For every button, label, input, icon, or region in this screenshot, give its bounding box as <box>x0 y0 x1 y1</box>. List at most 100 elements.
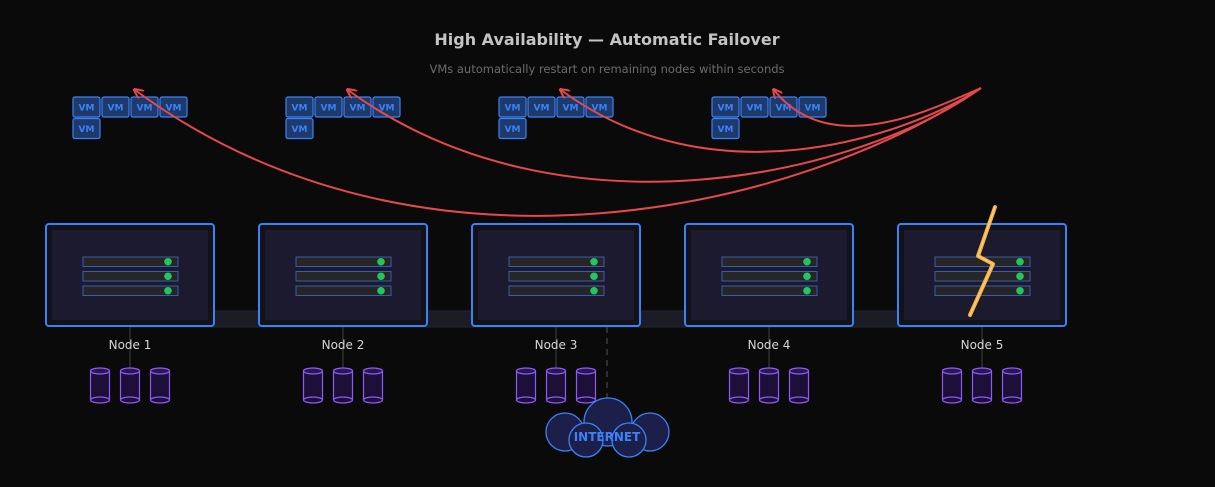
vm-label: VM <box>534 104 550 114</box>
cloud-puff <box>568 422 604 458</box>
failover-arrows <box>135 87 982 217</box>
failover-arrow-node4 <box>774 88 982 127</box>
lightning-bolt-highlight <box>969 206 996 316</box>
status-ok-icon <box>803 257 811 266</box>
vm-label: VM <box>505 125 521 135</box>
server-slot <box>82 285 179 296</box>
node-label: Node 1 <box>109 338 152 352</box>
vm-chip[interactable]: VM <box>285 96 314 118</box>
vm-label: VM <box>79 125 95 135</box>
server-slot <box>508 271 605 282</box>
vm-label: VM <box>292 125 308 135</box>
status-ok-icon <box>1016 272 1024 281</box>
node-label: Node 2 <box>322 338 365 352</box>
disks-layer <box>89 367 1023 404</box>
failover-arrow-node2 <box>348 87 982 183</box>
server-slot <box>508 285 605 296</box>
vm-chip[interactable]: VM <box>798 96 827 118</box>
vm-chip[interactable]: VM <box>527 96 556 118</box>
vm-chip[interactable]: VM <box>343 96 372 118</box>
status-ok-icon <box>803 272 811 281</box>
vm-chip[interactable]: VM <box>740 96 769 118</box>
vm-label: VM <box>747 104 763 114</box>
server-slot <box>82 256 179 267</box>
server-slot <box>934 271 1031 282</box>
vm-chip[interactable]: VM <box>314 96 343 118</box>
vm-label: VM <box>350 104 366 114</box>
storage-disk-icon <box>788 367 810 404</box>
status-ok-icon <box>377 257 385 266</box>
storage-disk-icon <box>1001 367 1023 404</box>
vm-label: VM <box>137 104 153 114</box>
status-ok-icon <box>590 257 598 266</box>
node-1[interactable]: Node 1 <box>45 223 215 370</box>
status-ok-icon <box>164 257 172 266</box>
storage-disk-icon <box>362 367 384 404</box>
vm-label: VM <box>505 104 521 114</box>
vm-label: VM <box>321 104 337 114</box>
storage-disk-icon <box>545 367 567 404</box>
status-ok-icon <box>803 286 811 295</box>
vm-chip[interactable]: VM <box>130 96 159 118</box>
server-slot <box>721 256 818 267</box>
server-slot <box>295 285 392 296</box>
node-5[interactable]: Node 5 <box>897 223 1067 370</box>
vm-chip[interactable]: VM <box>159 96 188 118</box>
storage-disk-icon <box>302 367 324 404</box>
status-ok-icon <box>1016 257 1024 266</box>
storage-disk-icon <box>149 367 171 404</box>
server-slot <box>721 285 818 296</box>
node-4[interactable]: Node 4 <box>684 223 854 370</box>
server-slot <box>508 256 605 267</box>
diagram-subtitle: VMs automatically restart on remaining n… <box>429 62 784 76</box>
vm-chip[interactable]: VM <box>285 117 314 140</box>
storage-disk-icon <box>89 367 111 404</box>
vm-chip[interactable]: VM <box>711 117 740 140</box>
vm-chip[interactable]: VM <box>72 96 101 118</box>
storage-disk-icon <box>332 367 354 404</box>
failover-arrow-node3 <box>561 87 982 153</box>
vm-label: VM <box>166 104 182 114</box>
storage-disk-icon <box>758 367 780 404</box>
vm-chip[interactable]: VM <box>72 117 101 140</box>
diagram-title: High Availability — Automatic Failover <box>434 30 779 49</box>
vm-chip[interactable]: VM <box>498 117 527 140</box>
vm-chip[interactable]: VM <box>498 96 527 118</box>
storage-disk-icon <box>515 367 537 404</box>
server-slot <box>295 271 392 282</box>
node-label: Node 4 <box>748 338 791 352</box>
node-2[interactable]: Node 2 <box>258 223 428 370</box>
status-ok-icon <box>590 286 598 295</box>
vm-chip[interactable]: VM <box>769 96 798 118</box>
vm-chip[interactable]: VM <box>101 96 130 118</box>
status-ok-icon <box>377 272 385 281</box>
server-slot <box>82 271 179 282</box>
storage-disk-icon <box>971 367 993 404</box>
node-label: Node 5 <box>961 338 1004 352</box>
internet-cloud: INTERNET <box>545 397 670 458</box>
vm-label: VM <box>805 104 821 114</box>
status-ok-icon <box>1016 286 1024 295</box>
server-slot <box>721 271 818 282</box>
status-ok-icon <box>377 286 385 295</box>
status-ok-icon <box>164 272 172 281</box>
internet-label: INTERNET <box>574 430 641 444</box>
status-ok-icon <box>164 286 172 295</box>
vm-label: VM <box>718 125 734 135</box>
vm-label: VM <box>563 104 579 114</box>
storage-disk-icon <box>119 367 141 404</box>
storage-disk-icon <box>941 367 963 404</box>
vm-chip[interactable]: VM <box>372 96 401 118</box>
vm-chip[interactable]: VM <box>556 96 585 118</box>
node-3[interactable]: Node 3 <box>471 223 641 370</box>
storage-disk-icon <box>728 367 750 404</box>
vm-label: VM <box>292 104 308 114</box>
nodes-layer: Node 1 Node 2 Node 3 Node 4 Node 5 <box>45 223 1067 370</box>
node-label: Node 3 <box>535 338 578 352</box>
failover-arrow-node1 <box>135 87 982 217</box>
server-slot <box>295 256 392 267</box>
vm-label: VM <box>379 104 395 114</box>
vm-chip[interactable]: VM <box>711 96 740 118</box>
